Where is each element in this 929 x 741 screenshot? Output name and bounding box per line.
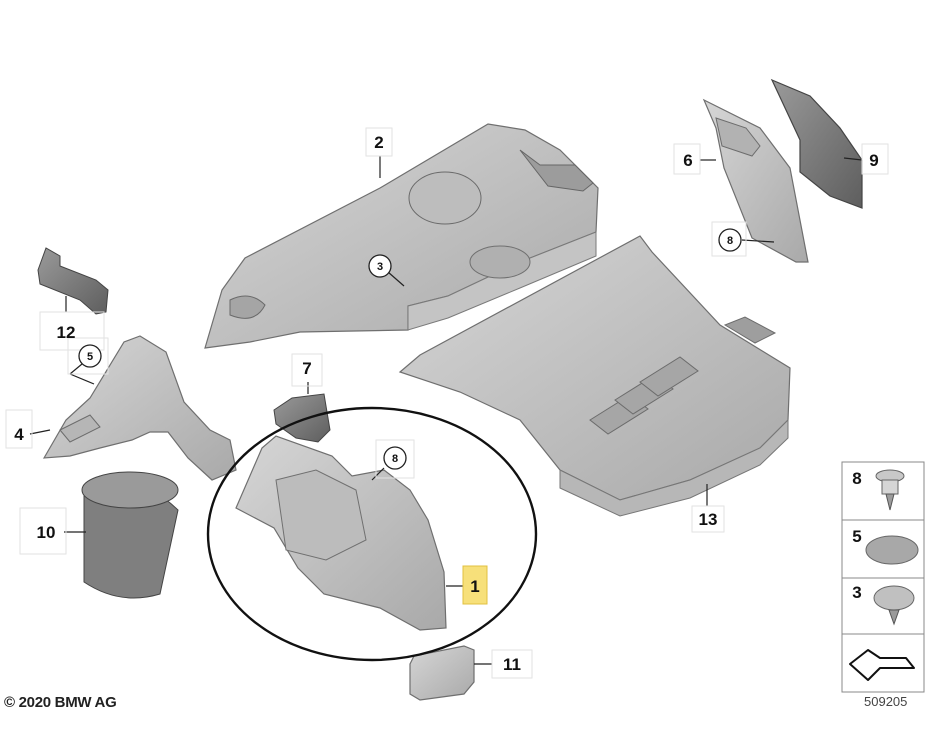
leader-lines (29, 156, 863, 665)
svg-text:8: 8 (392, 453, 398, 465)
svg-text:5: 5 (87, 351, 93, 363)
part-9-dark-cover[interactable] (770, 78, 863, 209)
callout-12[interactable]: 12 (57, 323, 76, 342)
part-1-highlight-ellipse (206, 406, 538, 662)
part-4-side-bracket[interactable] (42, 335, 237, 481)
callout-6[interactable]: 6 (683, 151, 692, 170)
callout-2[interactable]: 2 (374, 133, 383, 152)
legend-item-8[interactable]: 8 (852, 469, 905, 511)
callout-1[interactable]: 1 (470, 577, 479, 596)
svg-text:3: 3 (852, 583, 861, 602)
circled-callout-8-center[interactable]: 8 (383, 446, 407, 470)
part-6-side-trim[interactable] (702, 98, 809, 263)
callout-10[interactable]: 10 (37, 523, 56, 542)
diagram-id: 509205 (864, 694, 908, 709)
callout-11[interactable]: 11 (503, 655, 521, 674)
svg-text:3: 3 (377, 261, 383, 273)
part-1-trim-panel[interactable] (235, 435, 447, 631)
svg-text:8: 8 (852, 469, 861, 488)
circled-callout-3[interactable]: 3 (368, 254, 392, 278)
circled-callout-5[interactable]: 5 (78, 344, 102, 368)
part-7-clip-bracket[interactable] (273, 393, 331, 443)
legend-item-3[interactable]: 3 (852, 583, 915, 626)
fastener-legend: 8 5 3 (841, 461, 925, 693)
part-12-handle-trim[interactable] (37, 247, 109, 315)
callout-13[interactable]: 13 (699, 510, 718, 529)
legend-arrow-icon[interactable] (849, 649, 915, 681)
callout-1-highlight (462, 565, 488, 605)
svg-text:5: 5 (852, 527, 861, 546)
part-10-round-pad[interactable] (81, 471, 179, 599)
part-2-trunk-floor-trim[interactable] (204, 123, 599, 349)
circled-callout-8-right[interactable]: 8 (718, 228, 742, 252)
callout-9[interactable]: 9 (869, 151, 878, 170)
copyright-notice: © 2020 BMW AG (4, 694, 117, 711)
part-13-floor-cover[interactable] (398, 235, 791, 517)
legend-item-5[interactable]: 5 (852, 527, 919, 565)
callout-7[interactable]: 7 (302, 359, 311, 378)
callout-4[interactable]: 4 (14, 425, 24, 444)
callout-boxes (5, 127, 889, 679)
svg-text:8: 8 (727, 235, 733, 247)
